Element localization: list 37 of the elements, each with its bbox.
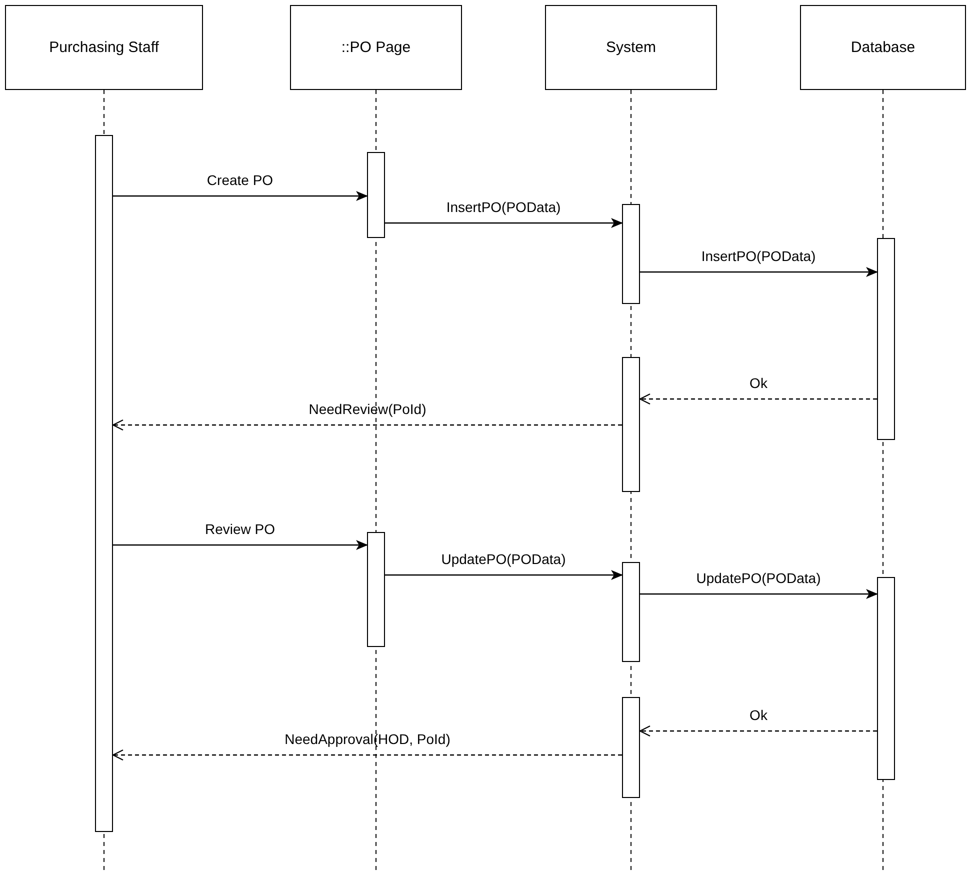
message-label: Create PO	[206, 172, 274, 188]
message-label: InsertPO(POData)	[701, 248, 816, 264]
return-message-arrow	[112, 749, 622, 761]
participant-name: ::PO Page	[341, 39, 411, 56]
message-label: NeedApproval(HOD, PoId)	[284, 731, 450, 747]
message-label: InsertPO(POData)	[446, 199, 561, 215]
activation-bar	[622, 697, 640, 798]
message-label: Review PO	[204, 521, 276, 537]
message-arrow	[640, 589, 878, 599]
return-message-arrow	[639, 725, 877, 737]
message-arrow	[113, 191, 368, 201]
activation-bar	[95, 135, 113, 832]
participant-box	[5, 5, 203, 90]
participant-name: Purchasing Staff	[49, 39, 159, 56]
activation-bar	[622, 204, 640, 304]
participant-name: Database	[850, 39, 916, 56]
message-label: Ok	[750, 707, 768, 723]
activation-bar	[622, 562, 640, 662]
message-arrow	[113, 540, 368, 550]
participant-box	[545, 5, 717, 90]
message-arrow	[385, 218, 623, 228]
participant-box	[800, 5, 966, 90]
activation-bar	[622, 357, 640, 492]
message-label: UpdatePO(POData)	[441, 551, 566, 567]
activation-bar	[877, 577, 895, 780]
activation-bar	[367, 152, 385, 238]
message-label: NeedReview(PoId)	[308, 401, 426, 417]
return-message-arrow	[639, 393, 877, 405]
return-message-arrow	[112, 419, 622, 431]
activation-bar	[877, 238, 895, 440]
message-label: UpdatePO(POData)	[696, 570, 821, 586]
activation-bar	[367, 532, 385, 647]
message-arrow	[640, 267, 878, 277]
message-label: Ok	[750, 375, 768, 391]
message-arrow	[385, 570, 623, 580]
participant-name: System	[606, 39, 656, 56]
participant-box	[290, 5, 462, 90]
